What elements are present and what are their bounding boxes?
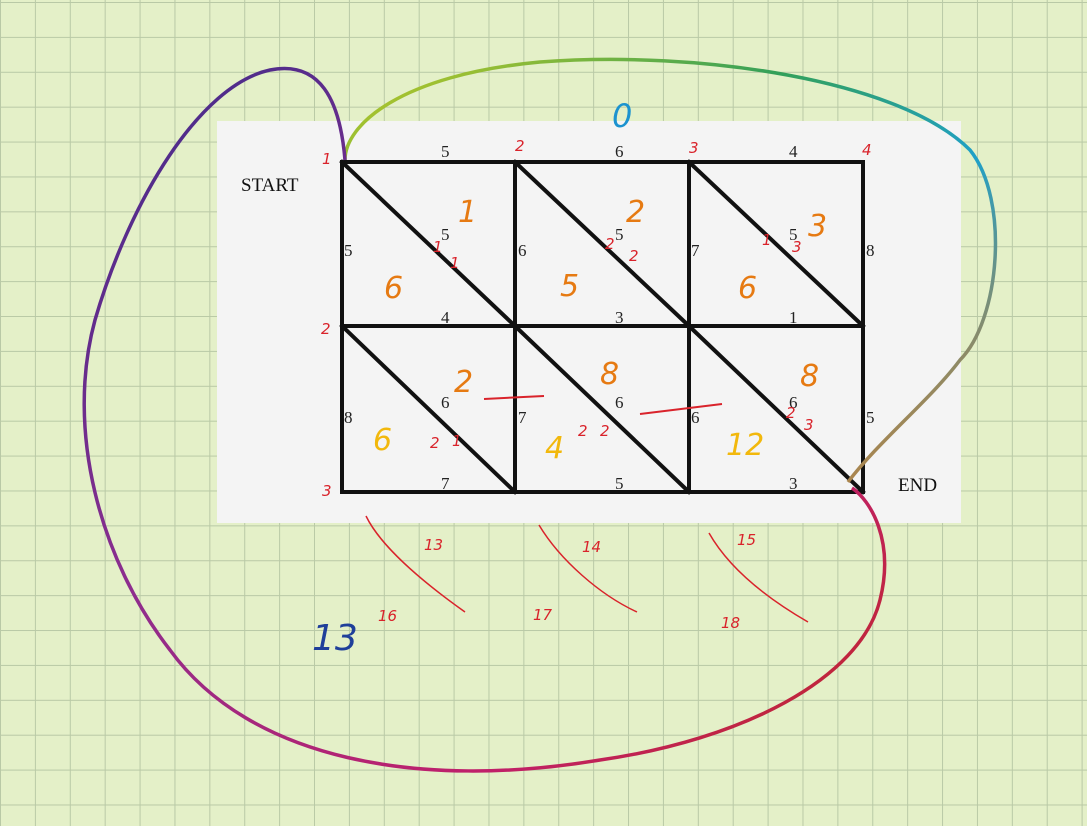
- diag-mark-3b: 3: [792, 238, 802, 256]
- vertex-number-left-bottom: 3: [322, 482, 332, 500]
- diag-mark-2a: 2: [605, 235, 615, 253]
- weight-bottom-2: 5: [615, 474, 624, 493]
- weight-top-3: 4: [789, 142, 798, 161]
- diag-mark-6b: 3: [804, 416, 814, 434]
- diag-cross-strokes: [483, 395, 723, 415]
- diag-mark-1b: 1: [450, 254, 460, 272]
- below-note-14: 14: [582, 538, 601, 556]
- below-note-16: 16: [378, 607, 397, 625]
- weight-top-2: 6: [615, 142, 624, 161]
- loop-upper-right: [343, 57, 998, 484]
- weight-middle-2: 3: [615, 308, 624, 327]
- edge-diag-5: [512, 323, 692, 495]
- diag-mark-2b: 2: [629, 247, 639, 265]
- edge-weights: 5 6 4 4 3 1 7 5 3 5 6 7 8 8 7 6 5 5 5 5 …: [344, 142, 875, 493]
- outer-top-label: 0: [612, 97, 632, 135]
- face-note-yellow-1: 6: [373, 423, 392, 458]
- weight-upper-vertical-3: 7: [691, 241, 700, 260]
- edge-diag-3: [686, 159, 866, 329]
- edge-diag-6: [686, 323, 866, 495]
- below-annotations: 13 14 15 16 17 18: [365, 515, 809, 632]
- vertex-number-2: 2: [515, 137, 525, 155]
- edge-diag-4: [339, 323, 518, 495]
- weight-lower-vertical-2: 7: [518, 408, 527, 427]
- weight-lower-diagonal-2: 6: [615, 393, 624, 412]
- below-note-15: 15: [737, 531, 756, 549]
- weight-upper-diagonal-2: 5: [615, 225, 624, 244]
- diag-mark-3a: 1: [762, 231, 772, 249]
- weight-lower-vertical-1: 8: [344, 408, 353, 427]
- graph-edges: [339, 159, 866, 495]
- face-note-2: 2: [626, 195, 645, 230]
- weight-lower-diagonal-1: 6: [441, 393, 450, 412]
- weight-top-1: 5: [441, 142, 450, 161]
- below-note-13: 13: [424, 536, 443, 554]
- below-stroke-2: [538, 524, 638, 613]
- face-note-5: 5: [560, 269, 579, 304]
- edge-diag-1: [339, 159, 518, 329]
- below-stroke-3: [708, 532, 809, 623]
- diag-mark-5b: 2: [600, 422, 610, 440]
- face-note-6: 6: [738, 271, 757, 306]
- below-note-18: 18: [721, 614, 740, 632]
- weight-bottom-3: 3: [789, 474, 798, 493]
- diag-mark-1a: 1: [433, 238, 443, 256]
- face-annotations-orange: 1 2 3 6 5 6 2 8 8: [384, 195, 827, 400]
- face-note-3: 3: [808, 209, 827, 244]
- face-note-1: 1: [458, 195, 477, 230]
- face-note-yellow-3: 12: [726, 428, 764, 463]
- face-note-yellow-2: 4: [545, 431, 564, 466]
- diag-mark-4a: 2: [430, 434, 440, 452]
- edge-diag-2: [512, 159, 692, 329]
- weight-lower-vertical-3: 6: [691, 408, 700, 427]
- vertex-annotations: 1 2 3 4 2 3: [321, 137, 872, 500]
- weight-lower-vertical-4: 5: [866, 408, 875, 427]
- weight-bottom-1: 7: [441, 474, 450, 493]
- below-note-17: 17: [533, 606, 553, 624]
- weight-upper-vertical-1: 5: [344, 241, 353, 260]
- weight-middle-1: 4: [441, 308, 450, 327]
- vertex-number-4: 4: [862, 141, 872, 159]
- weight-upper-diagonal-1: 5: [441, 225, 450, 244]
- face-note-8: 8: [600, 357, 619, 392]
- face-note-4: 6: [384, 271, 403, 306]
- weight-upper-vertical-2: 6: [518, 241, 527, 260]
- weight-lower-diagonal-3: 6: [789, 393, 798, 412]
- outer-face-label: 13: [312, 618, 358, 659]
- diagonal-annotations-red: 1 1 2 2 1 3 2 1 2 2 2 3: [430, 231, 814, 452]
- loop-left-bottom: [82, 66, 887, 773]
- face-annotations-yellow: 6 4 12: [373, 423, 764, 466]
- vertex-number-left-middle: 2: [321, 320, 331, 338]
- face-note-7: 2: [454, 365, 473, 400]
- end-label: END: [898, 475, 937, 496]
- start-label: START: [241, 175, 299, 196]
- diag-mark-6a: 2: [786, 404, 796, 422]
- vertex-number-3: 3: [689, 139, 699, 157]
- diag-mark-4b: 1: [452, 432, 462, 450]
- below-stroke-1: [365, 515, 466, 613]
- vertex-number-1: 1: [322, 150, 332, 168]
- weight-middle-3: 1: [789, 308, 798, 327]
- weight-upper-diagonal-3: 5: [789, 225, 798, 244]
- diag-mark-5a: 2: [578, 422, 588, 440]
- weight-upper-vertical-4: 8: [866, 241, 875, 260]
- face-note-9: 8: [800, 359, 819, 394]
